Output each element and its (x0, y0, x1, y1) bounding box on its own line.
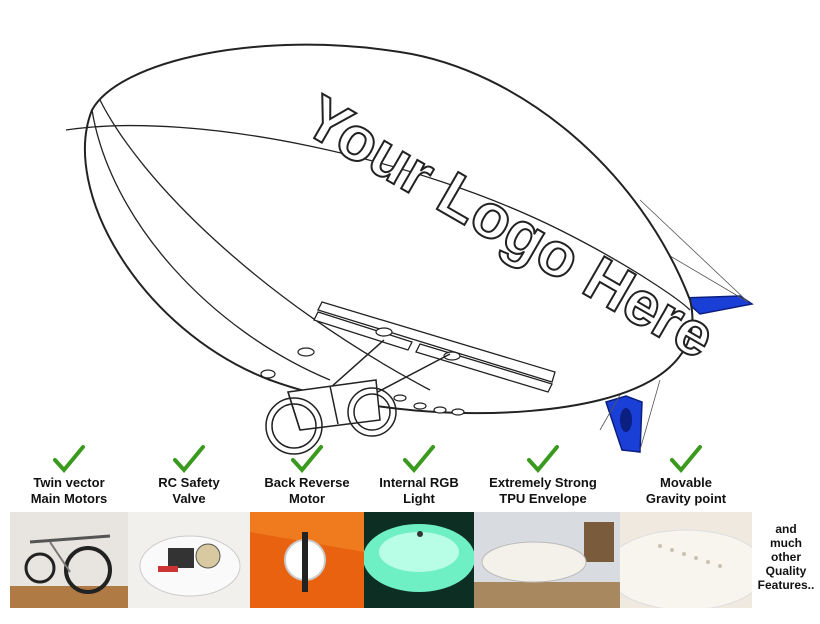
feature-movable-gravity-point: Movable Gravity point (624, 444, 748, 507)
feature-label: Movable Gravity point (645, 475, 727, 506)
checkmark-icon (403, 445, 435, 474)
gravity-photo (620, 512, 752, 608)
more-features-note: and much other Quality Features.. (757, 522, 815, 592)
feature-label: Internal RGB Light (379, 475, 459, 506)
fin-hole (620, 408, 632, 432)
feature-internal-rgb-light: Internal RGB Light (364, 444, 474, 507)
envelope-seams (65, 99, 691, 391)
rgb-light-photo (364, 512, 474, 608)
checkmark-icon (670, 445, 702, 474)
envelope (83, 43, 694, 415)
envelope-bumps (260, 327, 465, 416)
checkmark-icon (53, 445, 85, 474)
checkmark-icon (291, 445, 323, 474)
envelope-photo (474, 512, 620, 608)
feature-tpu-envelope: Extremely Strong TPU Envelope (476, 444, 610, 507)
feature-label: Twin vector Main Motors (30, 475, 108, 506)
feature-label: RC Safety Valve (158, 475, 220, 506)
feature-twin-vector-motors: Twin vector Main Motors (14, 444, 124, 507)
blimp-illustration: Your Logo Here (65, 43, 754, 455)
reverse-motor-photo (250, 512, 364, 608)
top-tail-fin (680, 295, 754, 315)
checkmark-icon (173, 445, 205, 474)
checkmark-icon (527, 445, 559, 474)
valve-photo (128, 512, 250, 608)
feature-rc-safety-valve: RC Safety Valve (134, 444, 244, 507)
feature-label: Extremely Strong TPU Envelope (489, 475, 597, 506)
feature-back-reverse-motor: Back Reverse Motor (252, 444, 362, 507)
feature-label: Back Reverse Motor (264, 475, 350, 506)
motors-photo (10, 512, 128, 608)
gondola (265, 339, 451, 455)
